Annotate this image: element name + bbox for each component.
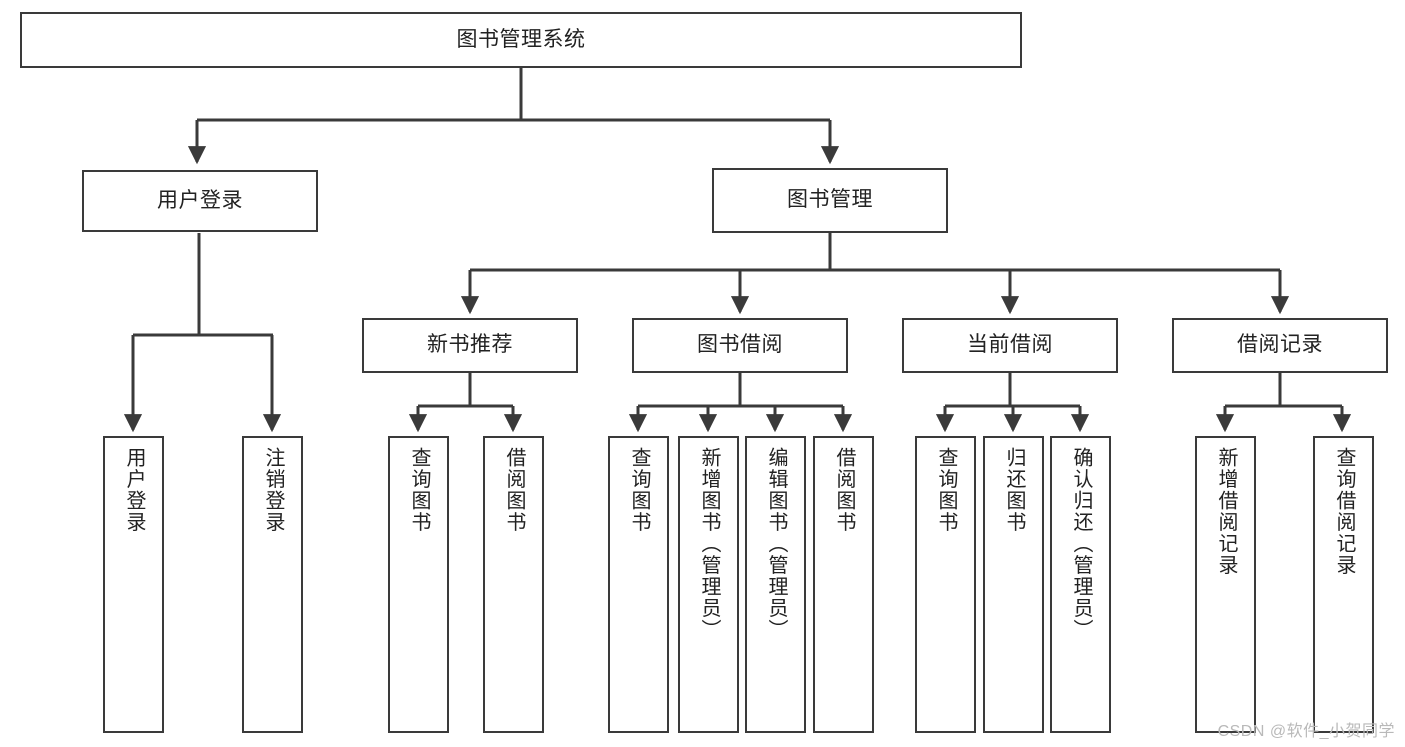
leaf-book-borrow-query-label: 查询图书 — [628, 447, 650, 533]
leaf-book-borrow-edit[interactable]: 编辑图书（管理员） — [745, 436, 806, 733]
node-current-borrow-label: 当前借阅 — [967, 333, 1053, 357]
node-borrow-record-label: 借阅记录 — [1237, 333, 1323, 357]
leaf-current-borrow-query-label: 查询图书 — [935, 447, 957, 533]
leaf-user-login-logout[interactable]: 注销登录 — [242, 436, 303, 733]
leaf-new-book-query-label: 查询图书 — [408, 447, 430, 533]
node-book-management-label: 图书管理 — [787, 188, 873, 212]
leaf-current-borrow-query[interactable]: 查询图书 — [915, 436, 976, 733]
node-new-book-recommend[interactable]: 新书推荐 — [362, 318, 578, 373]
node-root-system[interactable]: 图书管理系统 — [20, 12, 1022, 68]
leaf-borrow-record-query[interactable]: 查询借阅记录 — [1313, 436, 1374, 733]
leaf-borrow-record-add-label: 新增借阅记录 — [1215, 447, 1237, 576]
leaf-new-book-borrow[interactable]: 借阅图书 — [483, 436, 544, 733]
leaf-book-borrow-query[interactable]: 查询图书 — [608, 436, 669, 733]
leaf-book-borrow-add-label: 新增图书（管理员） — [698, 447, 720, 641]
leaf-current-borrow-return[interactable]: 归还图书 — [983, 436, 1044, 733]
node-borrow-record[interactable]: 借阅记录 — [1172, 318, 1388, 373]
leaf-current-borrow-return-label: 归还图书 — [1003, 447, 1025, 533]
leaf-current-borrow-confirm-return[interactable]: 确认归还（管理员） — [1050, 436, 1111, 733]
leaf-borrow-record-add[interactable]: 新增借阅记录 — [1195, 436, 1256, 733]
node-user-login-label: 用户登录 — [157, 188, 243, 212]
leaf-book-borrow-borrow-label: 借阅图书 — [833, 447, 855, 533]
leaf-user-login-logout-label: 注销登录 — [262, 447, 284, 533]
leaf-new-book-borrow-label: 借阅图书 — [503, 447, 525, 533]
leaf-book-borrow-borrow[interactable]: 借阅图书 — [813, 436, 874, 733]
leaf-borrow-record-query-label: 查询借阅记录 — [1333, 447, 1355, 576]
leaf-book-borrow-edit-label: 编辑图书（管理员） — [765, 447, 787, 641]
node-current-borrow[interactable]: 当前借阅 — [902, 318, 1118, 373]
node-book-management[interactable]: 图书管理 — [712, 168, 948, 233]
node-user-login[interactable]: 用户登录 — [82, 170, 318, 232]
node-book-borrow[interactable]: 图书借阅 — [632, 318, 848, 373]
node-new-book-recommend-label: 新书推荐 — [427, 333, 513, 357]
leaf-user-login-login[interactable]: 用户登录 — [103, 436, 164, 733]
leaf-user-login-login-label: 用户登录 — [123, 447, 145, 533]
node-root-system-label: 图书管理系统 — [456, 27, 586, 51]
leaf-new-book-query[interactable]: 查询图书 — [388, 436, 449, 733]
leaf-current-borrow-confirm-return-label: 确认归还（管理员） — [1070, 447, 1092, 641]
node-book-borrow-label: 图书借阅 — [697, 333, 783, 357]
leaf-book-borrow-add[interactable]: 新增图书（管理员） — [678, 436, 739, 733]
